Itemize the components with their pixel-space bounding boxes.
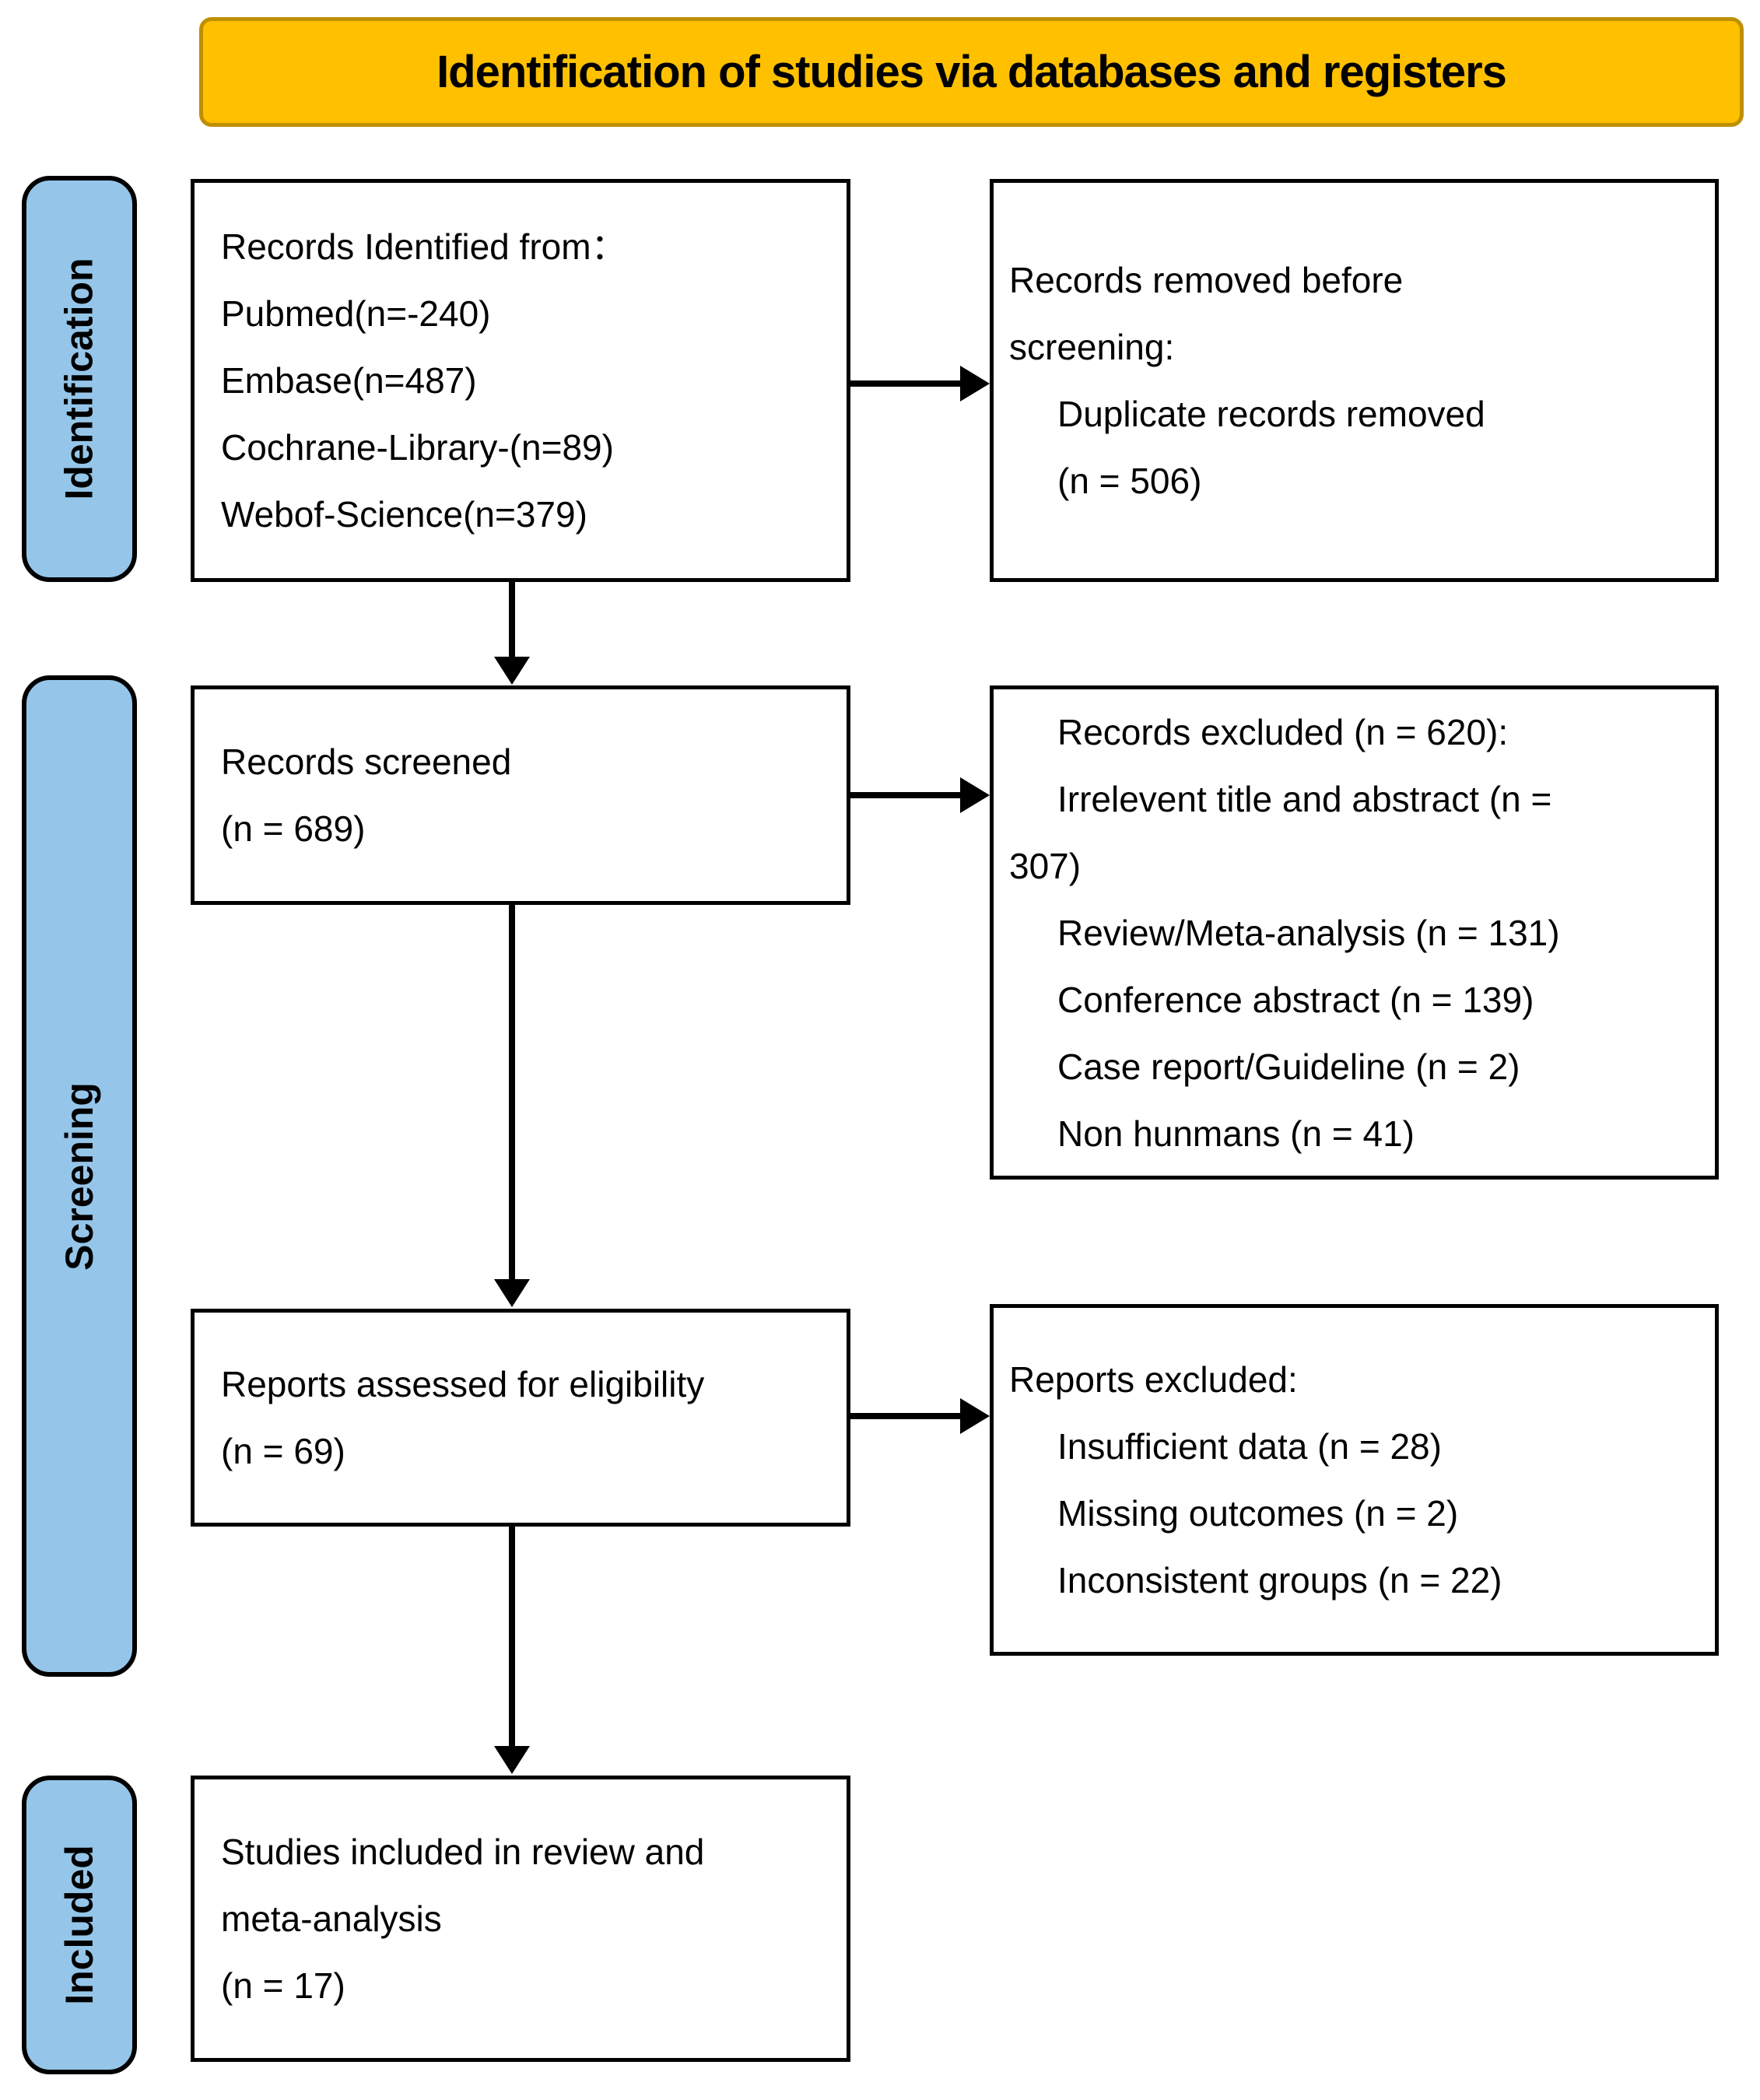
arrow-down-identified-to-screened-icon (494, 582, 530, 685)
box-line: meta-analysis (221, 1898, 442, 1939)
arrow-right-screened-to-excluded-icon (850, 777, 990, 813)
box-line: (n = 69) (221, 1431, 345, 1471)
box-line: Embase(n=487) (221, 360, 477, 401)
box-line: Reports assessed for eligibility (221, 1364, 705, 1404)
box-line: Insufficient data (n = 28) (1057, 1426, 1442, 1467)
box-line: Reports excluded: (1009, 1359, 1298, 1400)
box-records-removed: Records removed before screening: Duplic… (990, 179, 1719, 582)
stage-label-screening: Screening (22, 675, 137, 1677)
box-line: Cochrane-Library-(n=89) (221, 427, 614, 468)
arrow-stem (509, 905, 515, 1279)
box-records-identified: Records Identified from： Pubmed(n=-240) … (191, 179, 850, 582)
box-reports-excluded: Reports excluded: Insufficient data (n =… (990, 1304, 1719, 1656)
box-line: 307) (1009, 845, 1082, 886)
box-line: Inconsistent groups (n = 22) (1057, 1560, 1502, 1600)
box-records-screened: Records screened (n = 689) (191, 685, 850, 905)
box-line: (n = 17) (221, 1965, 345, 2006)
arrow-head (494, 1746, 530, 1774)
box-line: screening: (1009, 327, 1175, 367)
arrow-head (960, 366, 990, 401)
stage-label-screening-text: Screening (58, 1082, 101, 1271)
arrow-stem (850, 1413, 960, 1419)
box-line: Pubmed(n=-240) (221, 293, 491, 334)
arrow-head (960, 1398, 990, 1434)
box-line: Records Identified from： (221, 226, 627, 267)
arrow-down-assessed-to-included-icon (494, 1527, 530, 1774)
box-studies-included: Studies included in review and meta-anal… (191, 1776, 850, 2062)
stage-label-identification-text: Identification (58, 258, 102, 500)
box-line: Review/Meta-analysis (n = 131) (1057, 912, 1560, 953)
diagram-title: Identification of studies via databases … (436, 47, 1507, 97)
arrow-head (494, 657, 530, 685)
box-line: Missing outcomes (n = 2) (1057, 1493, 1459, 1534)
box-records-excluded: Records excluded (n = 620): Irrelevent t… (990, 685, 1719, 1180)
box-line: Case report/Guideline (n = 2) (1057, 1046, 1520, 1087)
box-line: Webof-Science(n=379) (221, 494, 587, 535)
box-line: Irrelevent title and abstract (n = (1057, 778, 1552, 819)
stage-label-identification: Identification (22, 176, 137, 582)
arrow-stem (850, 380, 960, 387)
arrow-stem (509, 1527, 515, 1746)
box-line: Records screened (221, 741, 512, 782)
arrow-head (494, 1279, 530, 1307)
stage-label-included-text: Included (58, 1845, 102, 2005)
box-line: Non hunmans (n = 41) (1057, 1113, 1415, 1154)
box-line: (n = 506) (1057, 461, 1202, 501)
box-line: Conference abstract (n = 139) (1057, 979, 1534, 1020)
arrow-right-assessed-to-excluded-icon (850, 1398, 990, 1434)
arrow-head (960, 777, 990, 813)
arrow-stem (850, 792, 960, 798)
box-line: Duplicate records removed (1057, 394, 1485, 434)
box-line: Records excluded (n = 620): (1057, 711, 1509, 752)
arrow-stem (509, 582, 515, 657)
title-banner: Identification of studies via databases … (199, 17, 1744, 127)
stage-label-included: Included (22, 1776, 137, 2074)
box-line: Records removed before (1009, 260, 1404, 300)
arrow-down-screened-to-assessed-icon (494, 905, 530, 1307)
box-line: Studies included in review and (221, 1832, 705, 1872)
box-reports-assessed: Reports assessed for eligibility (n = 69… (191, 1309, 850, 1527)
arrow-right-identified-to-removed-icon (850, 366, 990, 401)
box-line: (n = 689) (221, 808, 366, 849)
